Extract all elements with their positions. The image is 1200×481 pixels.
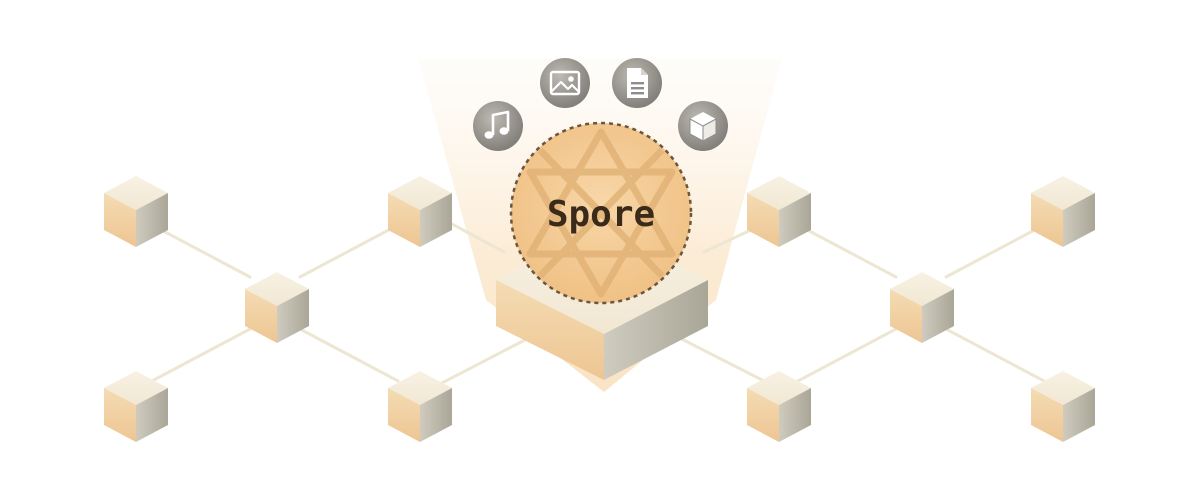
spore-label: Spore bbox=[547, 194, 655, 235]
cube-node bbox=[388, 371, 452, 442]
connector-line bbox=[944, 327, 1046, 383]
star-pattern-icon bbox=[526, 128, 676, 298]
connector-line bbox=[298, 223, 400, 279]
box-icon bbox=[678, 101, 728, 151]
connector-line bbox=[796, 327, 898, 383]
cube-node bbox=[890, 272, 954, 343]
cube-node bbox=[104, 371, 168, 442]
image-icon bbox=[540, 58, 590, 108]
spore-node: Spore bbox=[509, 121, 693, 305]
music-note-icon bbox=[473, 101, 523, 151]
connector-line bbox=[450, 222, 506, 254]
cube-node bbox=[1031, 176, 1095, 247]
connector-lines bbox=[150, 220, 1046, 386]
connector-line bbox=[944, 223, 1046, 279]
connector-line bbox=[298, 327, 400, 383]
cube-node bbox=[388, 176, 452, 247]
cube-node bbox=[747, 371, 811, 442]
connector-line bbox=[796, 223, 898, 279]
connector-line bbox=[150, 223, 252, 279]
cube-node bbox=[104, 176, 168, 247]
connector-line bbox=[150, 327, 252, 383]
document-icon bbox=[612, 58, 662, 108]
cube-node bbox=[1031, 371, 1095, 442]
cube-node bbox=[245, 272, 309, 343]
cube-node bbox=[747, 176, 811, 247]
